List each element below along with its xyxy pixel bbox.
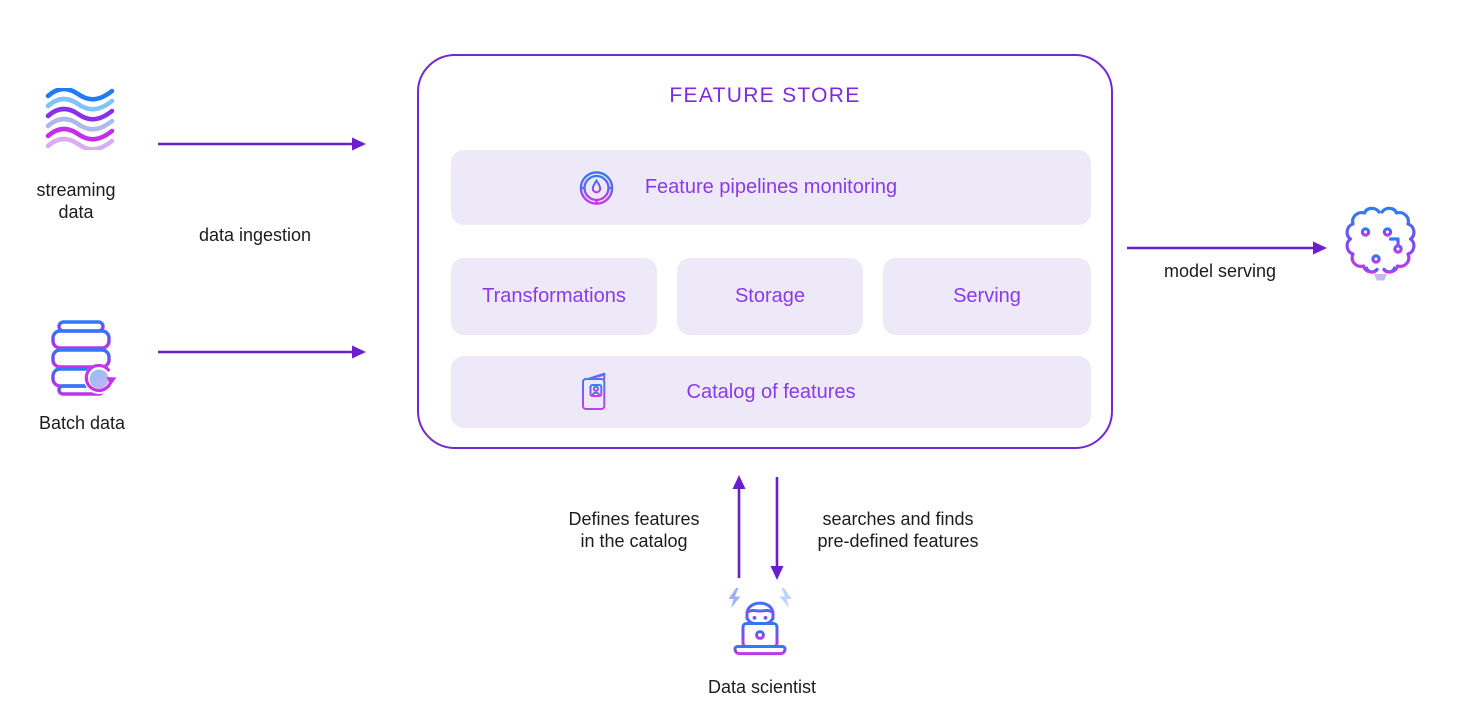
ingestion-arrow-top [158, 137, 366, 151]
serving-box: Serving [883, 258, 1091, 335]
catalog-label: Catalog of features [686, 380, 856, 403]
ai-brain-icon [1345, 206, 1416, 281]
ingestion-arrow-bottom [158, 345, 366, 359]
monitoring-box: Feature pipelines monitoring [451, 150, 1091, 225]
catalog-book-icon [582, 372, 606, 410]
feature-store-title: FEATURE STORE [669, 84, 861, 107]
streaming-data-label: streaming data [36, 180, 116, 222]
storage-box: Storage [677, 258, 863, 335]
model-serving-arrow [1127, 241, 1327, 255]
person-laptop-icon [728, 588, 792, 656]
defines-arrow-up [732, 475, 746, 578]
monitoring-label: Feature pipelines monitoring [644, 176, 898, 198]
gauge-icon [579, 170, 614, 205]
serving-label: Serving [953, 285, 1021, 307]
transformations-box: Transformations [451, 258, 657, 335]
searches-arrow-down [770, 477, 784, 580]
batch-data-label: Batch data [38, 413, 126, 433]
data-scientist-label: Data scientist [707, 677, 817, 697]
feature-store-container: FEATURE STORE Feature pipelines monitori… [417, 54, 1113, 449]
data-ingestion-label: data ingestion [198, 225, 312, 245]
catalog-box: Catalog of features [451, 356, 1091, 428]
waves-icon [45, 88, 115, 150]
defines-label: Defines features in the catalog [568, 509, 700, 551]
database-sync-icon [51, 320, 117, 396]
storage-label: Storage [734, 285, 806, 307]
model-serving-label: model serving [1163, 261, 1277, 281]
transformations-label: Transformations [482, 285, 626, 307]
searches-label: searches and finds pre-defined features [817, 509, 979, 551]
